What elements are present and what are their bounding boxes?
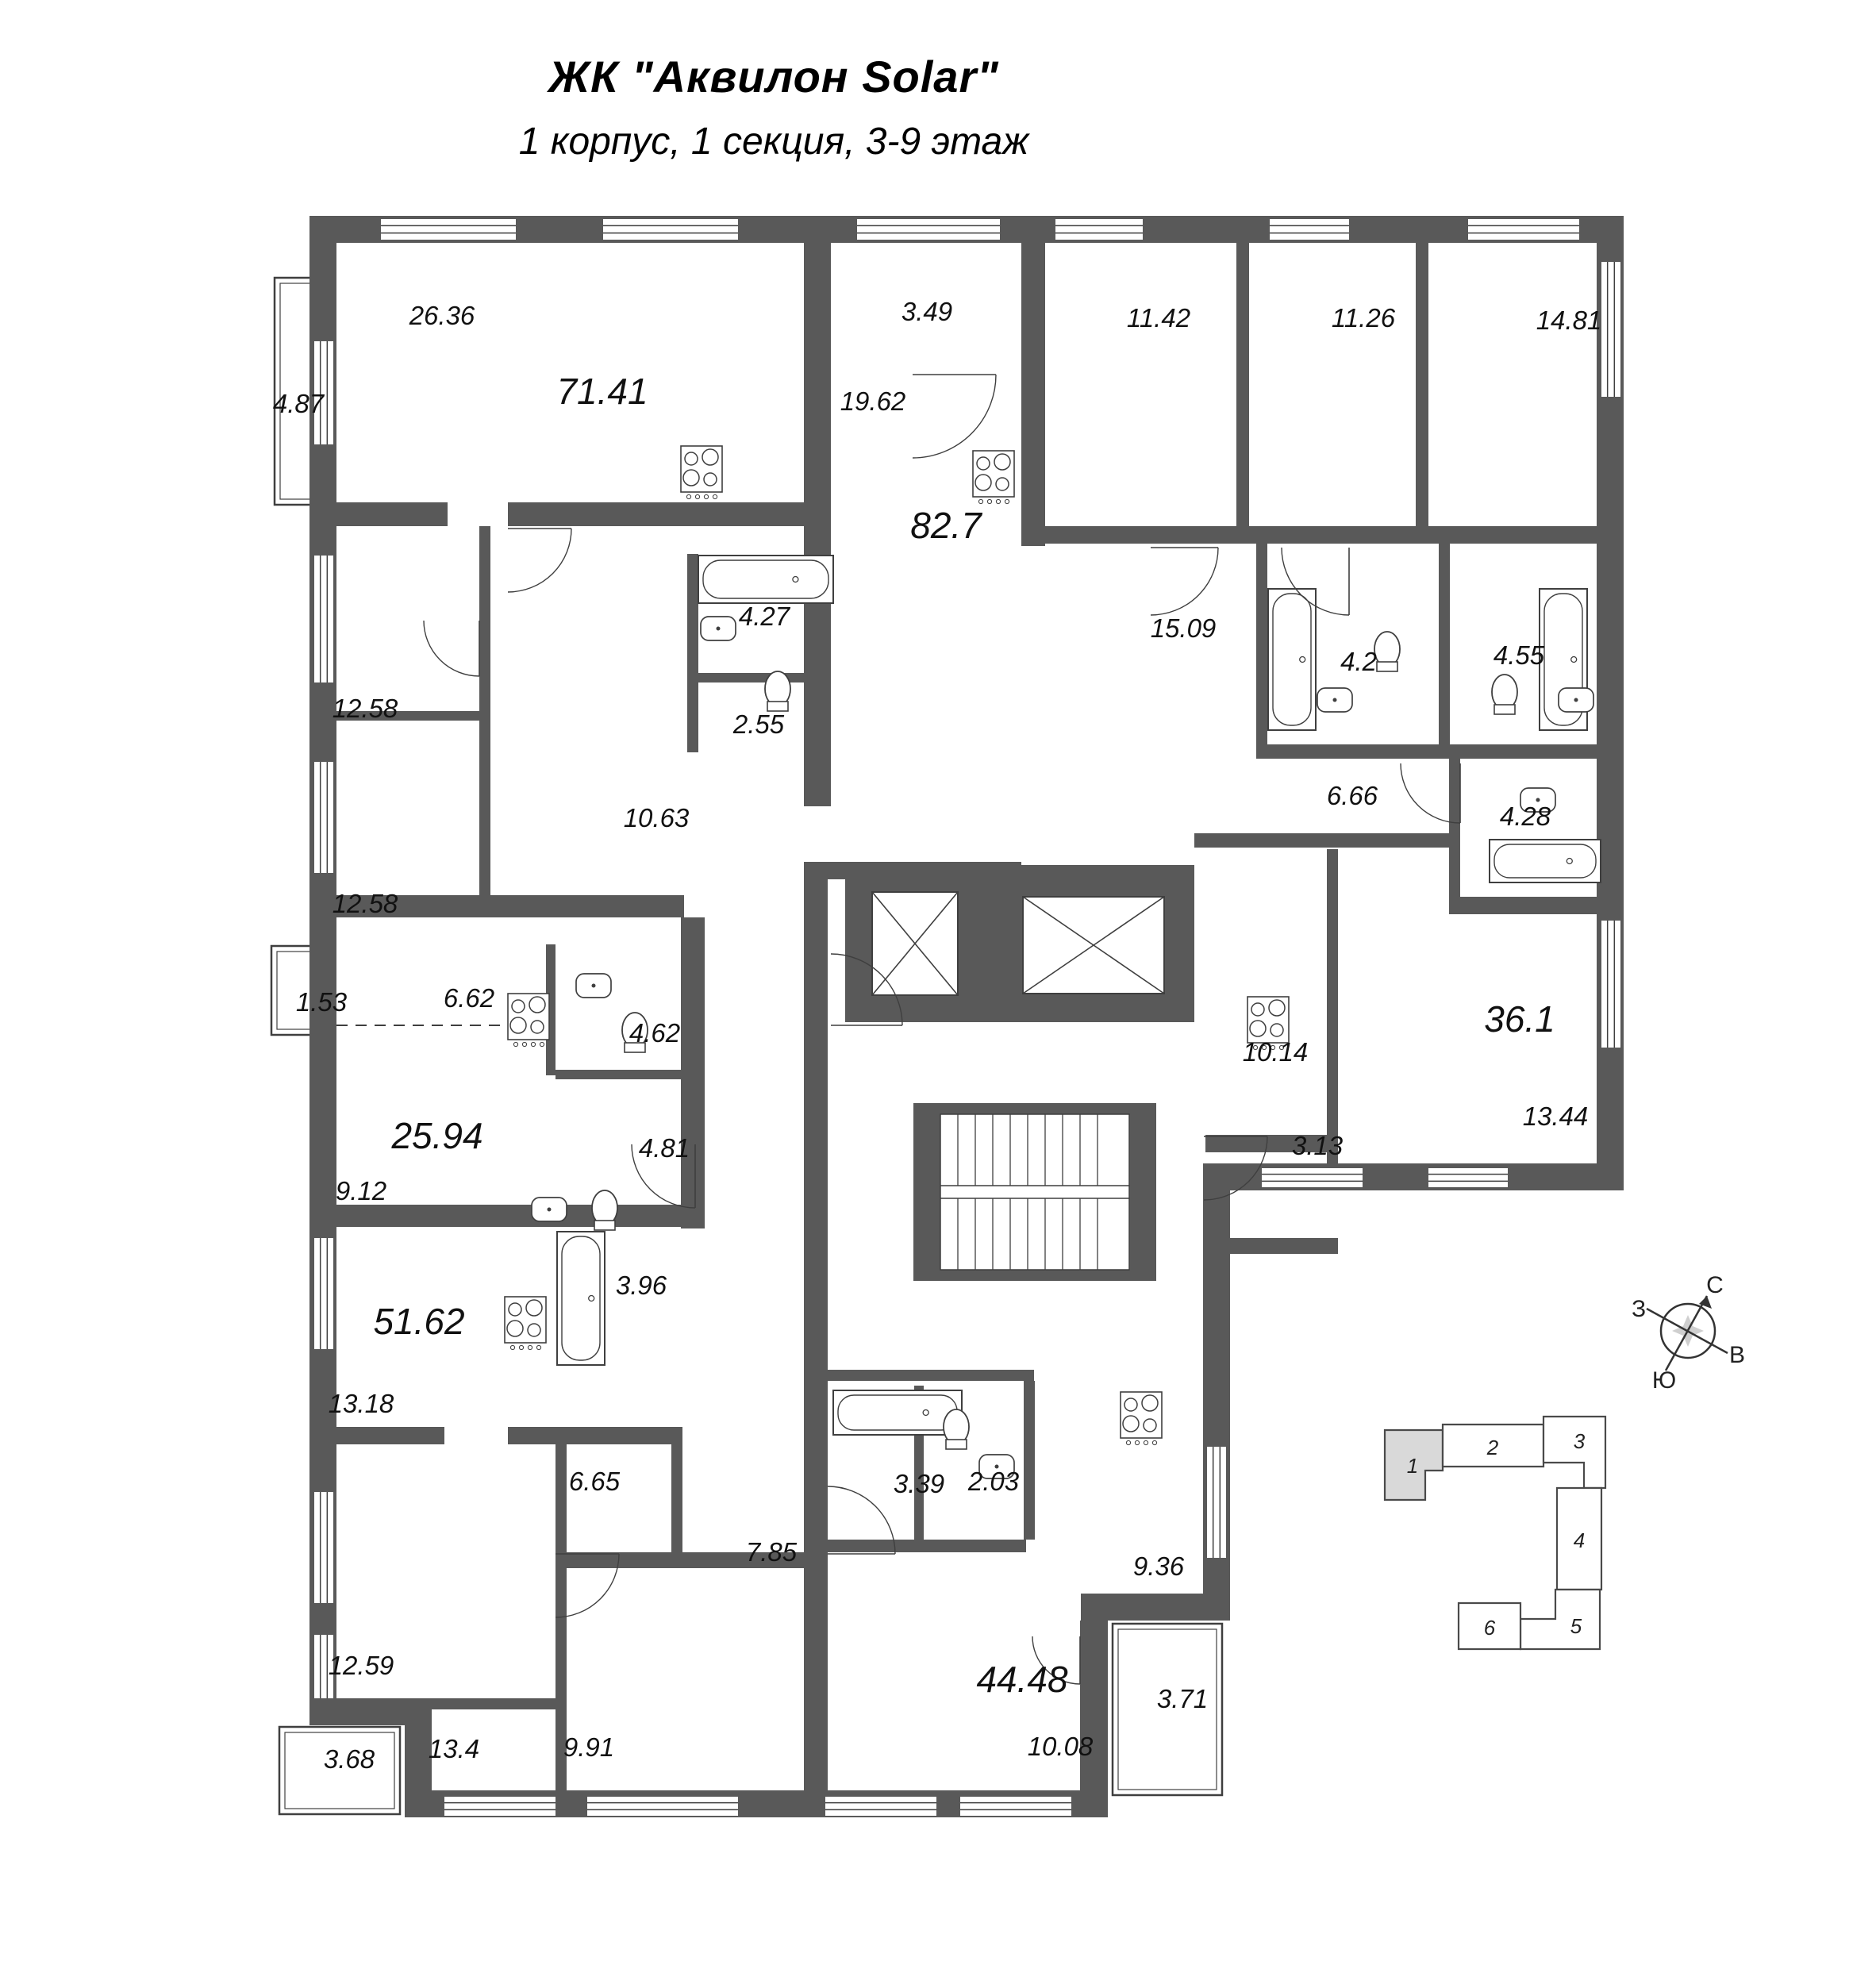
room-area-label: 13.18 [329,1389,394,1418]
room-area-label: 14.81 [1536,306,1602,335]
windows-layer [314,219,1620,1816]
room-area-label: 10.08 [1028,1732,1094,1761]
room-area-label: 3.96 [616,1271,667,1300]
room-area-label: 44.48 [976,1659,1068,1700]
room-area-label: 2.55 [732,709,785,739]
room-area-label: 4.27 [739,602,791,631]
room-area-label: 12.58 [333,694,398,723]
room-area-label: 13.4 [429,1734,479,1763]
key-plan-building-label: 3 [1574,1429,1586,1453]
room-area-label: 4.81 [639,1133,690,1163]
room-area-label: 12.59 [329,1651,394,1680]
fixtures-layer [504,445,1601,1479]
room-area-label: 4.87 [273,389,325,418]
key-plan-building-2 [1441,1423,1545,1468]
room-area-label: 26.36 [409,301,475,330]
room-area-label: 3.68 [324,1744,375,1774]
key-plan-building-label: 1 [1407,1454,1418,1478]
key-plan-building-label: 6 [1484,1616,1496,1640]
key-plan-building-label: 5 [1570,1614,1582,1638]
room-area-label: 9.91 [563,1732,614,1762]
key-plan: 1 2 3 4 5 6 [1383,1415,1607,1651]
room-area-label: 10.14 [1243,1037,1309,1067]
room-area-label: 4.62 [629,1018,680,1048]
room-area-label: 11.26 [1332,303,1396,333]
room-area-label: 4.28 [1500,802,1551,831]
room-area-label: 9.36 [1133,1551,1185,1581]
room-area-label: 3.39 [894,1469,944,1498]
compass-label-west: З [1632,1296,1646,1322]
room-area-label: 71.41 [556,371,648,412]
compass-label-east: В [1729,1342,1745,1368]
room-area-label: 25.94 [390,1115,482,1156]
key-plan-building-label: 4 [1574,1528,1585,1552]
room-area-label: 3.13 [1292,1131,1344,1160]
room-area-label: 13.44 [1523,1102,1589,1131]
key-plan-building-label: 2 [1486,1436,1499,1459]
room-area-label: 19.62 [840,386,906,416]
elevator-core [845,865,1194,1022]
room-area-label: 12.58 [333,889,398,918]
room-area-label: 6.62 [444,983,494,1013]
room-area-label: 10.63 [624,803,690,832]
room-area-label: 9.12 [336,1176,386,1205]
compass-label-north: С [1706,1272,1724,1298]
room-area-label: 7.85 [746,1537,798,1567]
key-plan-building-5 [1519,1588,1601,1651]
room-area-label: 4.2 [1340,647,1377,676]
compass-rose: С З В Ю [1632,1272,1745,1394]
room-area-label: 2.03 [967,1467,1020,1496]
staircase [913,1103,1156,1281]
key-plan-building-4 [1555,1486,1603,1591]
compass-label-south: Ю [1652,1367,1676,1394]
room-area-label: 51.62 [373,1301,464,1342]
room-area-label: 3.71 [1157,1684,1208,1713]
room-area-label: 1.53 [296,987,348,1017]
key-plan-building-6 [1457,1601,1522,1651]
room-area-label: 6.66 [1327,781,1378,810]
room-area-label: 11.42 [1127,303,1190,333]
room-area-label: 6.65 [569,1467,621,1496]
page-subtitle: 1 корпус, 1 секция, 3-9 этаж [518,121,1029,163]
door-arcs-layer [423,374,1461,1685]
title-block: ЖК "Аквилон Solar" 1 корпус, 1 секция, 3… [519,51,1029,163]
room-area-label: 4.55 [1493,640,1545,670]
room-area-label: 82.7 [910,505,982,546]
room-area-label: 3.49 [901,297,952,326]
interior-walls-layer [336,243,1609,1790]
room-area-label: 15.09 [1151,613,1217,643]
room-area-label: 36.1 [1484,998,1555,1040]
page-title: ЖК "Аквилон Solar" [548,52,999,102]
